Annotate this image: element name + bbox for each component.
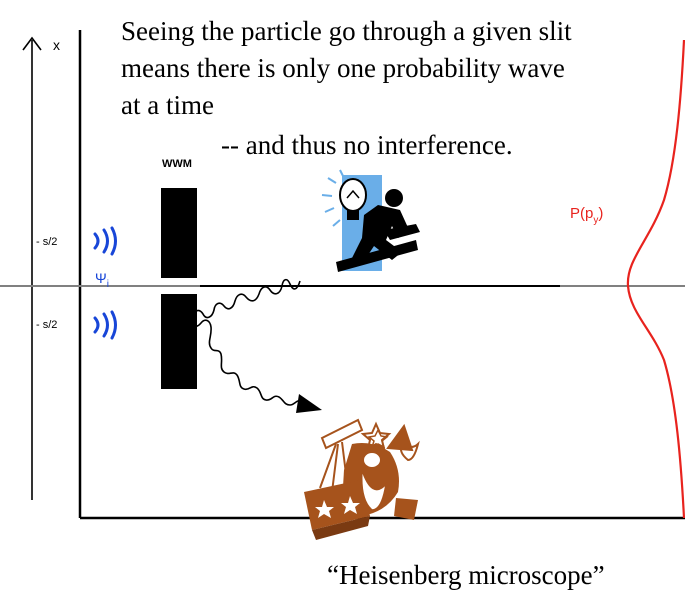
upper-wave-icon	[93, 226, 117, 256]
caption-line-4: -- and thus no interference.	[221, 130, 513, 160]
caption-line-2: means there is only one probability wave	[121, 53, 565, 83]
x-axis	[22, 36, 42, 500]
upper-detector-block	[161, 188, 197, 278]
axis-label-x: x	[53, 37, 60, 53]
probability-curve	[626, 39, 685, 519]
upper-slit-label: - s/2	[36, 236, 57, 248]
arrow-head-icon	[296, 394, 322, 413]
lower-detector-block	[161, 294, 197, 389]
lower-slit-label: - s/2	[36, 319, 57, 331]
probability-label: P(py)	[570, 205, 603, 226]
plot-frame	[78, 30, 685, 520]
heisenberg-microscope-caption: “Heisenberg microscope”	[327, 560, 605, 590]
psi-label: Ψi	[95, 270, 109, 290]
wizard-telescope-icon	[304, 418, 420, 540]
caption-line-3: at a time	[121, 90, 214, 120]
lower-wave-icon	[93, 310, 117, 340]
photon-wave-path	[191, 278, 303, 406]
lightbulb-observer-icon	[321, 169, 420, 272]
wwm-label: WWM	[162, 158, 192, 170]
caption-line-1: Seeing the particle go through a given s…	[121, 16, 572, 46]
